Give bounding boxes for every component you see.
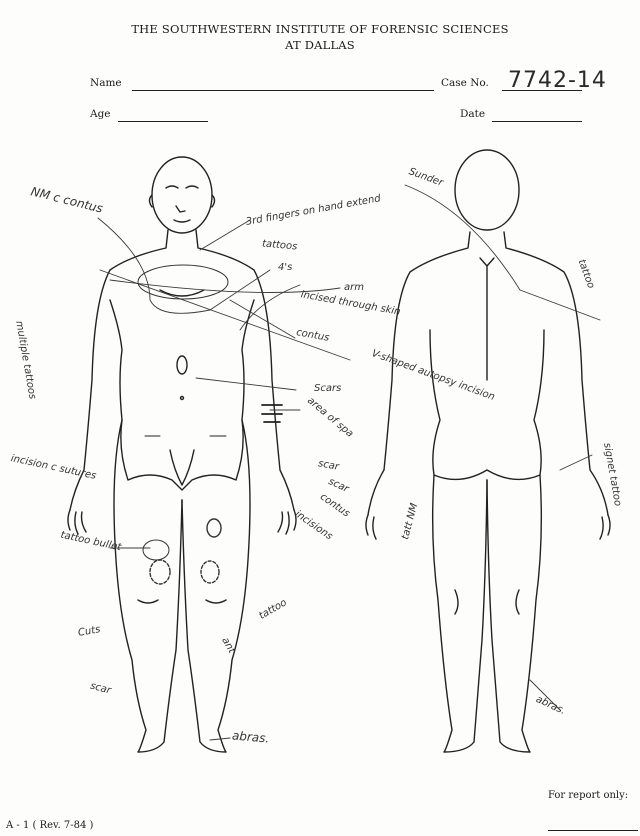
annotation-scars-abd: Scars <box>314 383 341 394</box>
annotation-arm: arm <box>344 282 364 293</box>
report-only-label: For report only: <box>548 790 628 801</box>
report-only-line[interactable] <box>548 830 638 831</box>
form-id: A - 1 ( Rev. 7-84 ) <box>6 820 93 831</box>
annotation-upper-4s: 4's <box>278 262 292 273</box>
back-figure <box>366 150 610 752</box>
